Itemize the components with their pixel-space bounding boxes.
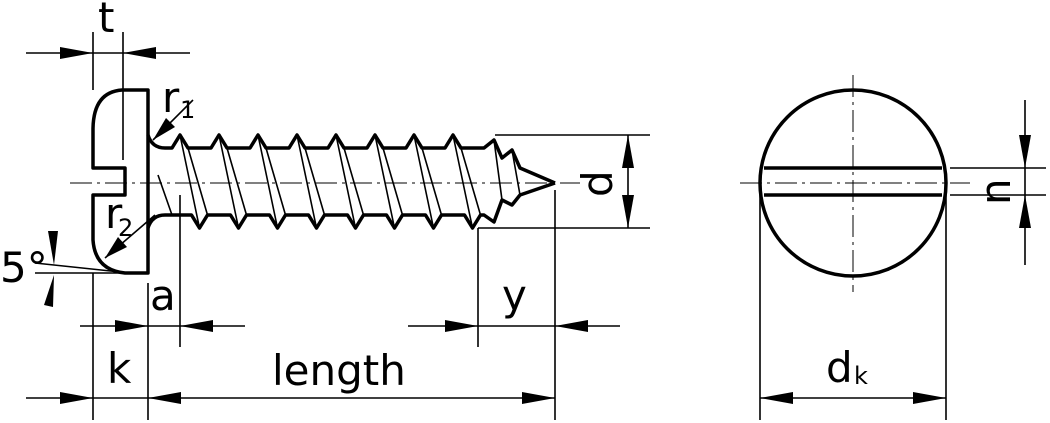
svg-text:2: 2 bbox=[118, 214, 133, 242]
label-d: d bbox=[573, 170, 622, 197]
svg-text:1: 1 bbox=[180, 96, 195, 124]
label-k: k bbox=[107, 344, 132, 393]
svg-text:k: k bbox=[854, 362, 868, 390]
dimension-n: n bbox=[950, 100, 1046, 265]
label-r2: r bbox=[105, 189, 123, 238]
label-y: y bbox=[502, 271, 527, 320]
dimension-dk: d k bbox=[759, 190, 947, 420]
head-fillet bbox=[146, 134, 166, 150]
dimension-r2: r 2 bbox=[104, 189, 156, 259]
dimension-length: length bbox=[148, 190, 556, 420]
label-length: length bbox=[272, 346, 406, 395]
label-t: t bbox=[98, 0, 114, 42]
dimension-r1: r 1 bbox=[152, 73, 195, 141]
dimension-d: d bbox=[478, 134, 650, 229]
dimension-a: a bbox=[80, 271, 245, 332]
thread-profile bbox=[157, 134, 521, 229]
thread bbox=[157, 133, 556, 230]
label-dk: d bbox=[826, 343, 853, 392]
dimension-y: y bbox=[408, 228, 620, 347]
head-top-view bbox=[740, 75, 970, 292]
dimension-angle: 5° bbox=[0, 231, 148, 307]
label-a: a bbox=[150, 271, 176, 320]
label-n: n bbox=[971, 178, 1020, 205]
screw-head bbox=[91, 88, 150, 275]
label-r1: r bbox=[162, 73, 180, 122]
dimension-k: k bbox=[26, 344, 148, 404]
label-angle: 5° bbox=[0, 243, 48, 292]
dimension-t: t bbox=[26, 0, 190, 90]
